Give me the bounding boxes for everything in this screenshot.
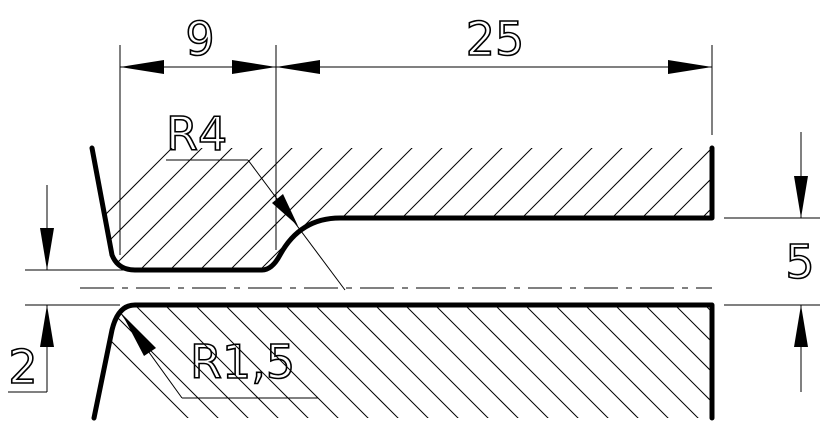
lower-die-outline — [91, 302, 715, 421]
arrow-icon — [40, 305, 54, 347]
upper-die-outline — [89, 145, 715, 273]
arrow-icon — [276, 60, 320, 74]
arrow-icon — [122, 314, 156, 356]
dimension-9-label: 9 — [185, 12, 214, 66]
dimension-25-label: 25 — [466, 12, 525, 66]
dimension-5-label: 5 — [785, 235, 814, 289]
arrow-icon — [272, 194, 298, 226]
vertical-dimension-right — [794, 132, 808, 392]
radius-r4-label: R4 — [166, 107, 227, 161]
arrow-icon — [794, 305, 808, 347]
arrow-icon — [232, 60, 276, 74]
radius-r15-label: R1,5 — [190, 335, 295, 389]
arrow-icon — [40, 228, 54, 270]
leader-r15 — [119, 311, 318, 399]
lower-die-hatching — [94, 305, 712, 418]
leader-r4 — [166, 159, 346, 291]
dimension-2-label: 2 — [8, 340, 37, 394]
extension-lines — [25, 45, 820, 306]
arrow-icon — [120, 60, 164, 74]
arrow-icon — [668, 60, 712, 74]
arrow-icon — [794, 176, 808, 218]
vertical-dimension-left — [8, 185, 54, 393]
horizontal-dimension — [120, 60, 712, 74]
